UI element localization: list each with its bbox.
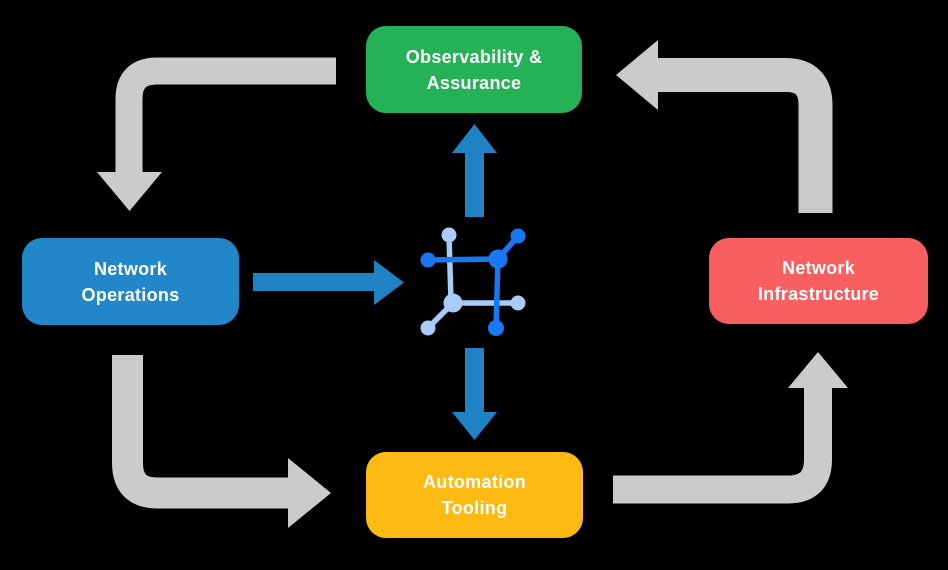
icon-light-nodes [420,227,526,336]
icon-node [510,295,526,311]
icon-junction-node [443,293,463,313]
node-label-line: Network [781,258,856,278]
icon-line [493,256,501,331]
icon-node [441,227,457,243]
arrow-center-to-observability [452,124,497,217]
icon-line [425,256,501,263]
node-label-line: Assurance [426,72,522,93]
arrow-shaft [112,355,288,509]
arrow-operations-to-center [253,260,404,305]
node-network-operations: Network Operations [22,238,239,325]
arrow-infrastructure-to-observability [616,40,833,213]
node-label-line: Network [93,258,168,279]
node-label-line: Automation [423,472,526,492]
icon-node [420,320,436,336]
node-network-infrastructure: Network Infrastructure [709,238,928,324]
arrow-head-up-icon [788,352,848,388]
icon-line [446,233,454,304]
arrow-automation-to-infrastructure [613,352,848,504]
arrow-observability-to-operations [97,57,336,211]
node-automation-tooling: Automation Tooling [366,452,583,538]
node-observability-assurance: Observability & Assurance [366,26,582,113]
node-label-line: Infrastructure [757,284,880,304]
icon-node [488,320,504,336]
node-label-line: Observability & [405,46,543,67]
arrow-center-to-automation [452,348,497,440]
arrow-shaft [115,57,336,173]
icon-dark-nodes [420,228,526,336]
arrow-shaft [613,388,832,504]
arrow-operations-to-automation [112,355,331,528]
icon-junction-node [488,249,508,269]
arrow-head-right-icon [288,458,331,528]
node-label-line: Tooling [441,498,508,518]
icon-node [420,252,436,268]
arrow-shaft [658,58,833,213]
node-label-line: Operations [81,284,180,305]
icon-node [510,228,526,244]
network-automation-icon [420,227,526,336]
arrow-head-down-icon [97,172,162,211]
arrow-head-left-icon [616,40,658,110]
